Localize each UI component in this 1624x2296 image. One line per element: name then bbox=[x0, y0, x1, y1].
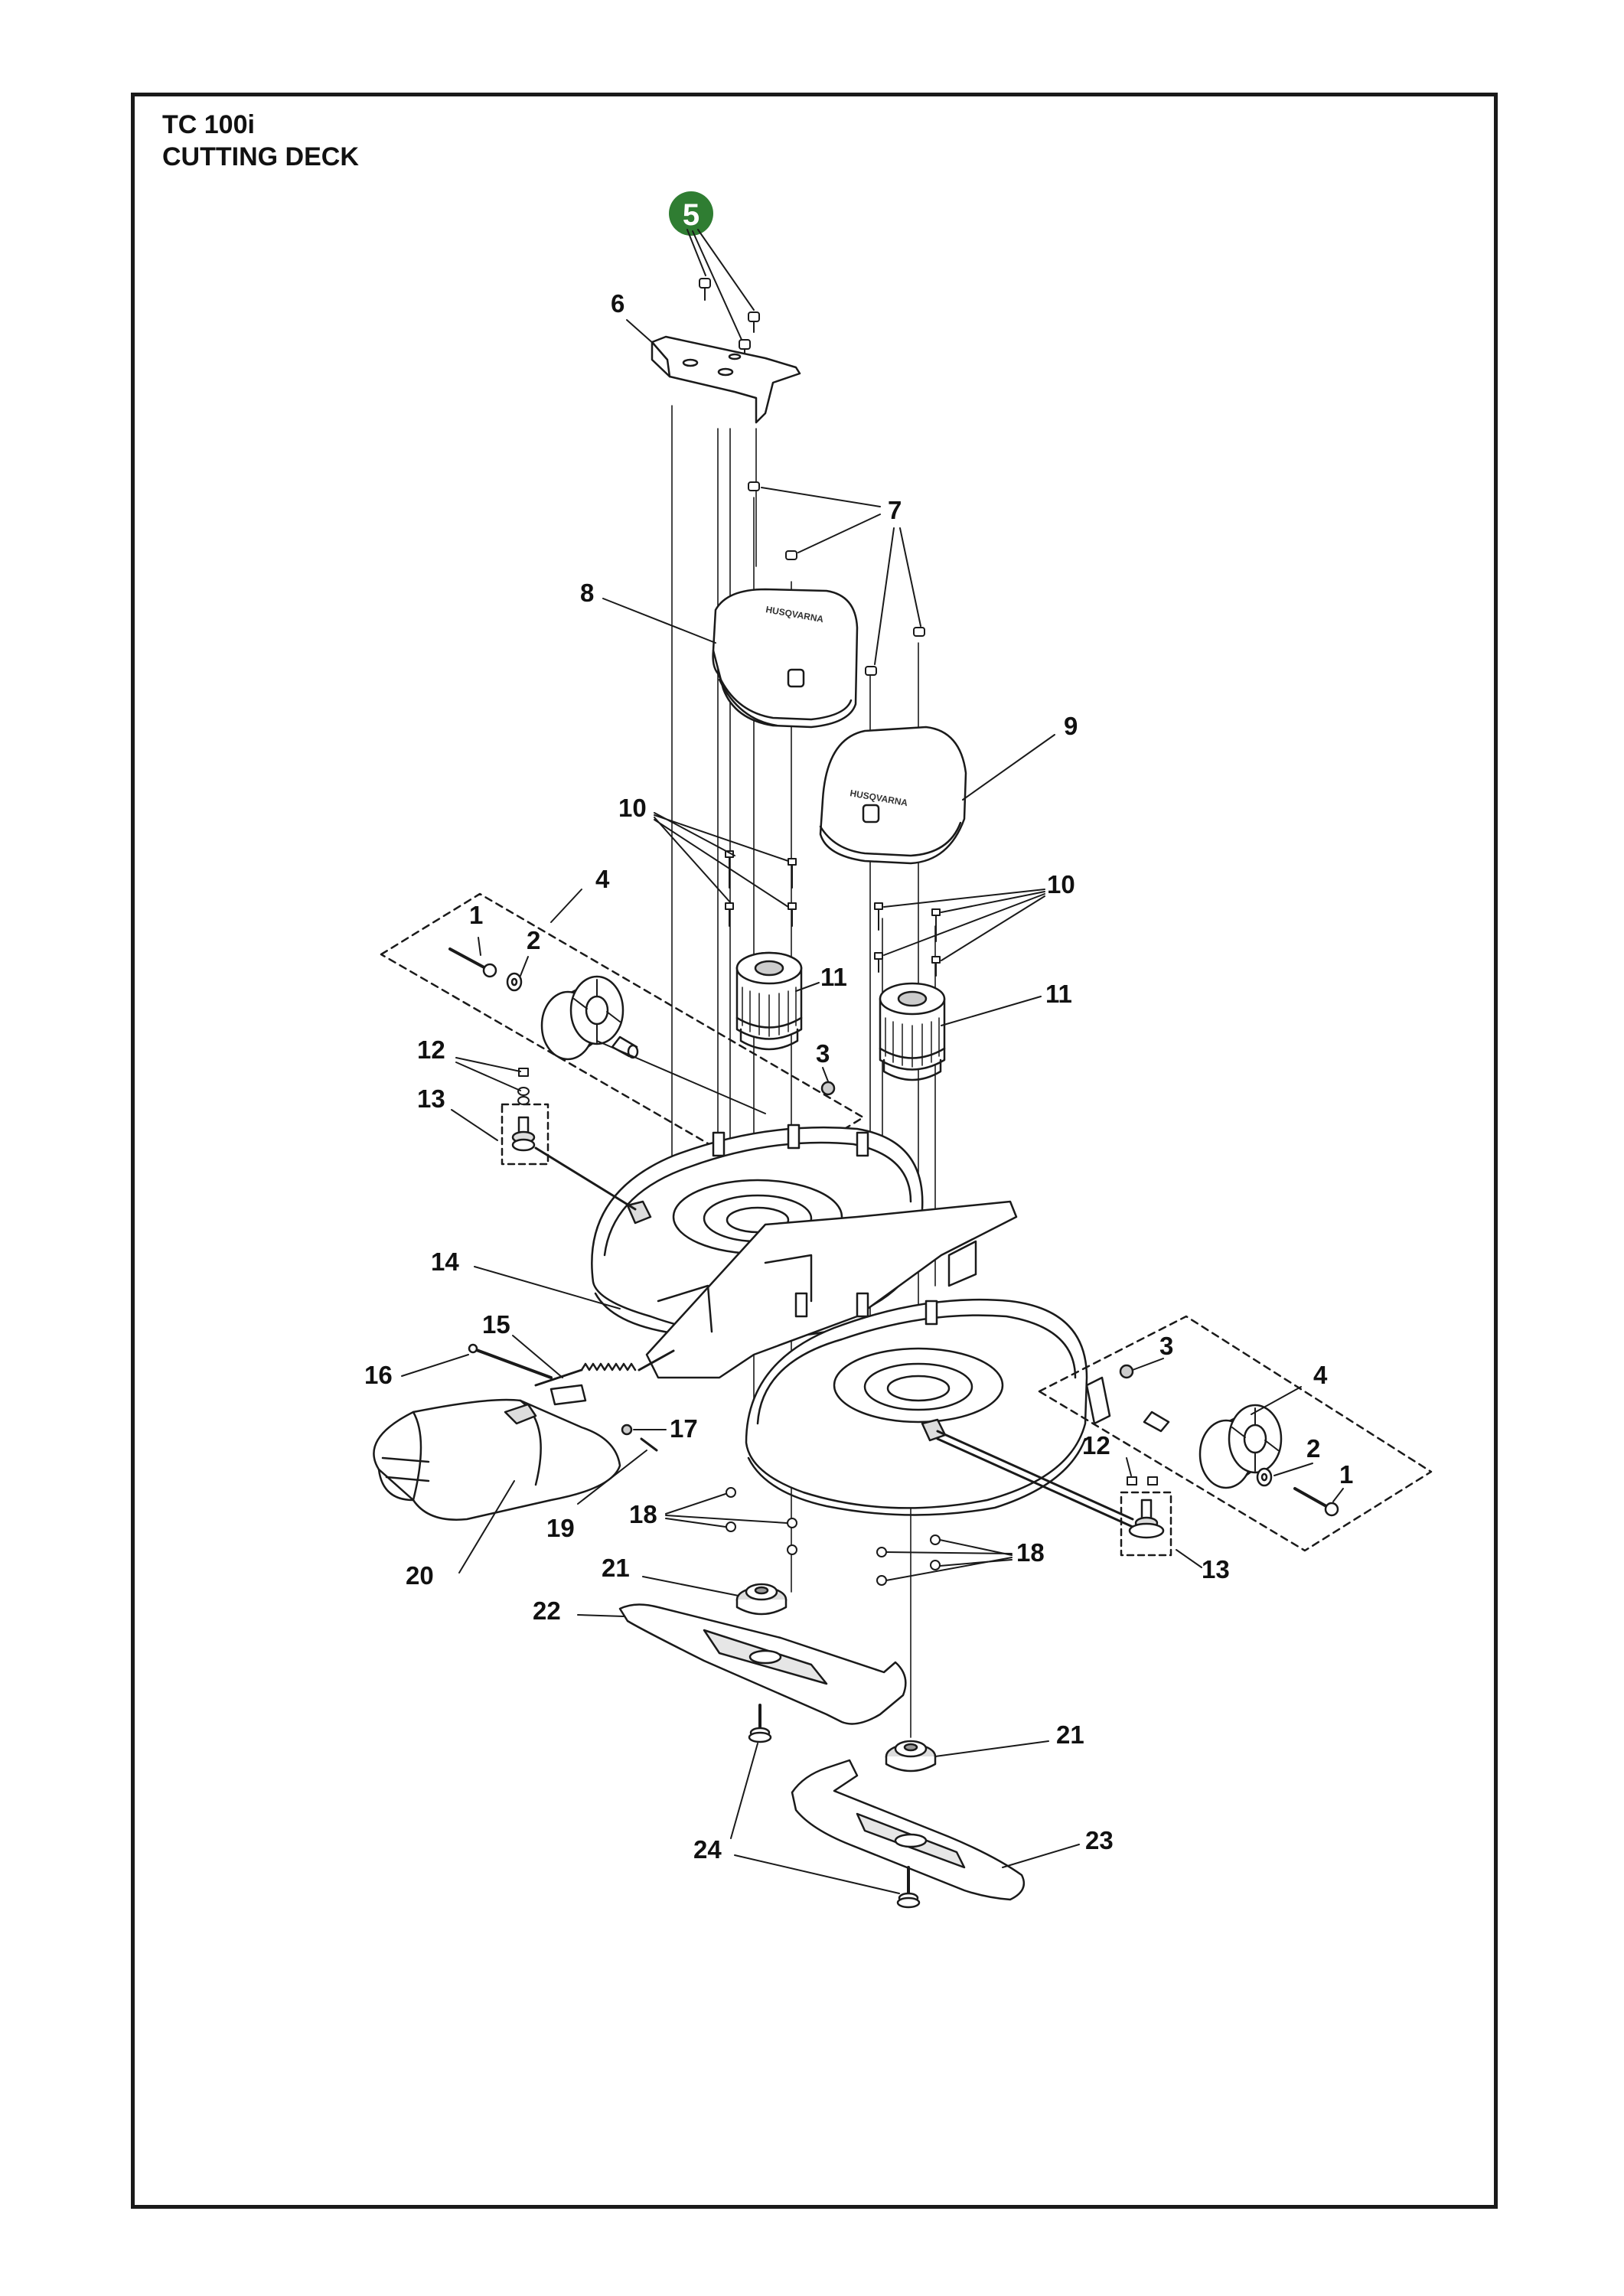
diagram-frame bbox=[131, 93, 1498, 2209]
part-13-adjuster-right-box bbox=[1120, 1491, 1172, 1557]
part-3-nut-right bbox=[1119, 1364, 1134, 1379]
part-2-washer-right bbox=[1256, 1467, 1273, 1487]
leader-lines-20 bbox=[665, 1493, 1013, 1581]
leader-lines-left-wheel bbox=[478, 889, 829, 1114]
wheel-assembly-left-box bbox=[380, 892, 865, 1179]
callout-14[interactable]: 14 bbox=[431, 1247, 459, 1276]
callout-4-right[interactable]: 4 bbox=[1313, 1361, 1328, 1389]
cutting-deck-housing bbox=[534, 1124, 1134, 1528]
callout-12-left[interactable]: 12 bbox=[417, 1035, 445, 1064]
leader-lines-21 bbox=[642, 1576, 1049, 1757]
callout-10-right[interactable]: 10 bbox=[1047, 870, 1075, 899]
callout-22[interactable]: 22 bbox=[533, 1596, 561, 1625]
callout-21-left[interactable]: 21 bbox=[602, 1554, 630, 1582]
part-16-rod bbox=[468, 1343, 553, 1379]
screws-7 bbox=[748, 481, 925, 676]
part-15-spring bbox=[534, 1349, 675, 1387]
right-bracket bbox=[1085, 1376, 1111, 1425]
callout-3-right[interactable]: 3 bbox=[1159, 1332, 1173, 1360]
callout-11-right[interactable]: 11 bbox=[1045, 980, 1072, 1008]
part-12-screws-left bbox=[517, 1068, 530, 1105]
part-callouts: 6 7 8 9 10 10 4 1 2 11 11 12 3 13 14 15 … bbox=[364, 289, 1353, 1864]
title-block: TC 100i CUTTING DECK bbox=[162, 109, 359, 173]
part-21-hub-right bbox=[885, 1740, 937, 1773]
callout-8[interactable]: 8 bbox=[580, 579, 594, 607]
part-1-axle-bolt-left bbox=[448, 947, 497, 978]
callout-17[interactable]: 17 bbox=[670, 1414, 698, 1443]
part-13-adjuster-left bbox=[511, 1116, 536, 1152]
part-6-bracket bbox=[651, 335, 801, 424]
part-1-axle-bolt-right bbox=[1293, 1487, 1339, 1517]
model-title: TC 100i bbox=[162, 110, 255, 139]
part-24-bolt-left bbox=[748, 1704, 772, 1743]
highlight-badge[interactable]: 5 bbox=[669, 191, 713, 236]
callout-15[interactable]: 15 bbox=[482, 1310, 510, 1339]
wheel-assembly-right-box bbox=[1038, 1315, 1433, 1552]
leader-lines-12-13-left bbox=[451, 1057, 521, 1141]
part-11-motor-left bbox=[735, 951, 803, 1051]
part-18-discharge-chute bbox=[373, 1398, 621, 1521]
spacer-left bbox=[611, 1035, 639, 1059]
part-19-pin bbox=[640, 1437, 658, 1452]
highlight-badge-number: 5 bbox=[683, 198, 699, 232]
leader-lines-7 bbox=[761, 487, 921, 665]
callout-4-left[interactable]: 4 bbox=[595, 865, 610, 893]
callout-2-left[interactable]: 2 bbox=[527, 926, 540, 954]
callout-20-left[interactable]: 18 bbox=[629, 1500, 657, 1528]
callout-20-right[interactable]: 18 bbox=[1016, 1538, 1045, 1567]
leader-lines-5 bbox=[686, 229, 755, 342]
leader-lines-12-13-right bbox=[1126, 1457, 1202, 1568]
callout-19[interactable]: 19 bbox=[546, 1514, 575, 1542]
callout-1-left[interactable]: 1 bbox=[469, 901, 483, 929]
callout-3-left[interactable]: 3 bbox=[816, 1039, 830, 1068]
chute-hinge bbox=[504, 1384, 587, 1425]
part-21-hub-left bbox=[735, 1583, 788, 1616]
wheel-left bbox=[540, 975, 624, 1061]
callout-21-right[interactable]: 21 bbox=[1056, 1720, 1084, 1749]
callout-12-right[interactable]: 12 bbox=[1082, 1431, 1110, 1459]
part-13-adjuster-right bbox=[1128, 1499, 1165, 1539]
part-8-motor-cover: HUSQVARNA bbox=[712, 588, 859, 729]
part-11-motor-right bbox=[879, 982, 946, 1081]
spacer-right bbox=[1143, 1411, 1170, 1433]
callout-7[interactable]: 7 bbox=[888, 496, 902, 524]
screws-10 bbox=[725, 850, 941, 977]
part-9-motor-cover: HUSQVARNA bbox=[819, 726, 967, 865]
callout-18[interactable]: 20 bbox=[406, 1561, 434, 1590]
part-12-screws-right bbox=[1127, 1476, 1158, 1486]
callout-6[interactable]: 6 bbox=[611, 289, 624, 318]
callout-23[interactable]: 23 bbox=[1085, 1826, 1114, 1854]
part-23-blade-right bbox=[791, 1759, 1026, 1901]
section-title: CUTTING DECK bbox=[162, 142, 359, 171]
part-2-washer-left bbox=[506, 972, 523, 992]
leader-lines-6-8-9 bbox=[602, 319, 1055, 801]
callout-11-left[interactable]: 11 bbox=[820, 963, 847, 991]
leader-lines-24 bbox=[730, 1743, 900, 1894]
leader-lines-right-wheel bbox=[1132, 1358, 1344, 1502]
highlight-badge-circle bbox=[669, 191, 713, 236]
callout-2-right[interactable]: 2 bbox=[1306, 1434, 1320, 1463]
callout-24[interactable]: 24 bbox=[693, 1835, 722, 1864]
part-22-blade-left bbox=[618, 1603, 907, 1725]
callout-9[interactable]: 9 bbox=[1064, 712, 1078, 740]
leader-lines-10 bbox=[654, 812, 1045, 961]
part-3-nut-left bbox=[820, 1081, 836, 1096]
leader-lines-14-19 bbox=[401, 1266, 667, 1574]
callout-16[interactable]: 16 bbox=[364, 1361, 393, 1389]
part-24-bolt-right bbox=[896, 1866, 921, 1909]
callout-13-left[interactable]: 13 bbox=[417, 1084, 445, 1113]
part-13-adjuster-left-box bbox=[501, 1103, 549, 1166]
callout-10-left[interactable]: 10 bbox=[618, 794, 647, 822]
wheel-right bbox=[1198, 1404, 1283, 1489]
callout-1-right[interactable]: 1 bbox=[1339, 1460, 1353, 1489]
nuts-20 bbox=[726, 1487, 941, 1586]
leader-lines-11 bbox=[795, 982, 1042, 1026]
part-17-nut bbox=[621, 1424, 633, 1436]
leader-lines-22-23 bbox=[577, 1614, 1080, 1868]
callout-13-right[interactable]: 13 bbox=[1202, 1555, 1230, 1583]
